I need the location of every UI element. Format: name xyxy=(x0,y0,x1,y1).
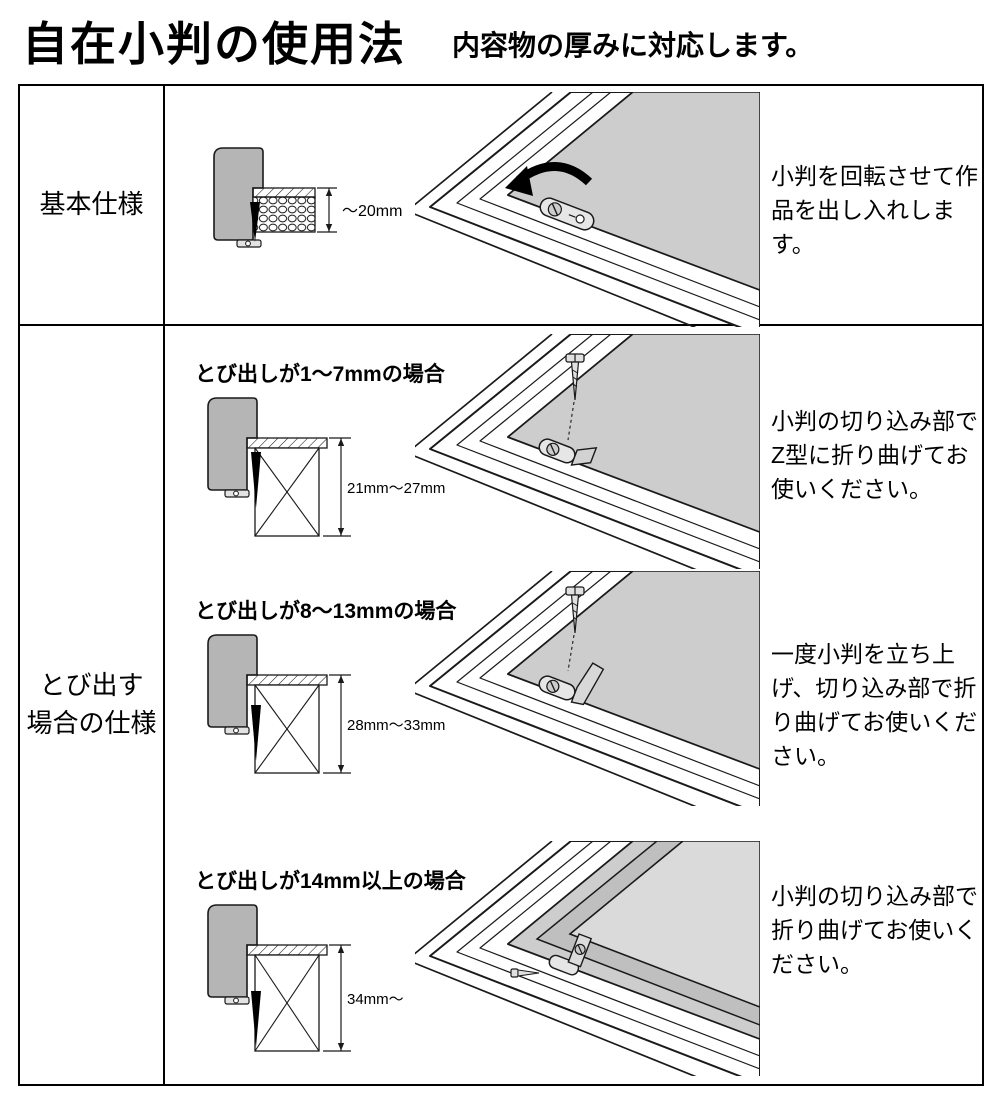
isometric-illustration xyxy=(415,571,760,806)
bent-koban-clip xyxy=(538,438,598,466)
section-protrusion-1-7mm: とび出しが1〜7mmの場合 xyxy=(165,326,982,569)
basic-cross-section-illustration: 〜20mm xyxy=(213,147,402,248)
leader-line xyxy=(567,634,575,672)
frame-corner xyxy=(415,571,760,806)
frame-moulding-profile xyxy=(207,904,258,1005)
cross-section-illustration: 28mm〜33mm xyxy=(207,634,445,774)
dimension-lines xyxy=(323,674,351,774)
cross-section-illustration: 21mm〜27mm xyxy=(207,397,445,537)
screw-icon xyxy=(565,353,585,401)
page-subtitle: 内容物の厚みに対応します。 xyxy=(452,30,814,61)
row-protruding-content: とび出しが1〜7mmの場合 xyxy=(165,326,982,1084)
section-heading: とび出しが14mm以上の場合 xyxy=(195,870,466,893)
screw-head-icon xyxy=(233,727,239,734)
row-basic-content: 〜20mm xyxy=(165,86,982,327)
section-heading: とび出しが1〜7mmの場合 xyxy=(195,363,445,386)
side-screw-icon xyxy=(510,968,540,978)
section-protrusion-8-13mm: とび出しが8〜13mmの場合 xyxy=(165,563,982,833)
rotation-arrow-icon xyxy=(505,162,593,196)
frame-corner xyxy=(415,334,760,569)
frame-contents xyxy=(246,674,328,774)
frame-moulding-profile xyxy=(207,397,258,498)
dimension-label: 34mm〜 xyxy=(347,991,404,1008)
protruding-panel-side xyxy=(535,841,760,1026)
dimension-lines xyxy=(323,944,351,1052)
frame-corner xyxy=(415,92,760,327)
isometric-illustration xyxy=(415,841,760,1076)
row-label-text: 場合の仕様 xyxy=(26,708,157,738)
row-description: 小判を回転させて作品を出し入れします。 xyxy=(771,163,978,258)
koban-edge-wedge xyxy=(251,991,261,1047)
section-description: 小判の切り込み部で折り曲げてお使いください。 xyxy=(771,883,978,978)
koban-clip xyxy=(539,197,595,231)
frame-contents xyxy=(252,187,316,233)
isometric-illustration xyxy=(415,334,760,569)
basic-isometric-illustration xyxy=(415,92,760,327)
section-heading: とび出しが8〜13mmの場合 xyxy=(195,600,457,623)
dimension-lines xyxy=(317,187,337,233)
dimension-label: 28mm〜33mm xyxy=(347,717,445,734)
cross-section-illustration: 34mm〜 xyxy=(207,904,404,1052)
dimension-label: 21mm〜27mm xyxy=(347,480,445,497)
row-label-protruding: とび出す 場合の仕様 xyxy=(20,326,165,1084)
frame-contents xyxy=(246,944,328,1052)
row-label-text: 基本仕様 xyxy=(39,189,144,220)
row-label-text: とび出す xyxy=(39,670,144,701)
frame-contents xyxy=(246,437,328,537)
section-protrusion-14mm-plus: とび出しが14mm以上の場合 xyxy=(165,833,982,1081)
dimension-label: 〜20mm xyxy=(342,203,402,220)
section-description: 小判の切り込み部でZ型に折り曲げてお使いください。 xyxy=(771,408,978,503)
raised-koban-clip xyxy=(538,662,605,706)
koban-edge-wedge xyxy=(251,452,261,508)
screw-head-icon xyxy=(233,490,239,497)
koban-edge-wedge xyxy=(251,705,261,761)
row-label-basic: 基本仕様 xyxy=(20,86,165,326)
section-description: 一度小判を立ち上げ、切り込み部で折り曲げてお使いください。 xyxy=(771,641,978,770)
koban-edge-wedge xyxy=(250,202,260,242)
page-title: 自在小判の使用法 xyxy=(22,18,406,70)
protruding-panel-top xyxy=(568,841,760,1008)
frame-moulding-profile xyxy=(213,147,264,248)
frame-moulding-profile xyxy=(207,634,258,735)
screw-head-icon xyxy=(233,997,239,1004)
dimension-lines xyxy=(323,437,351,537)
leader-line xyxy=(567,401,575,441)
spec-table: 基本仕様 xyxy=(18,84,984,1086)
screw-head-icon xyxy=(245,240,251,247)
screw-icon xyxy=(565,586,585,634)
l-bracket-clip xyxy=(548,933,593,976)
